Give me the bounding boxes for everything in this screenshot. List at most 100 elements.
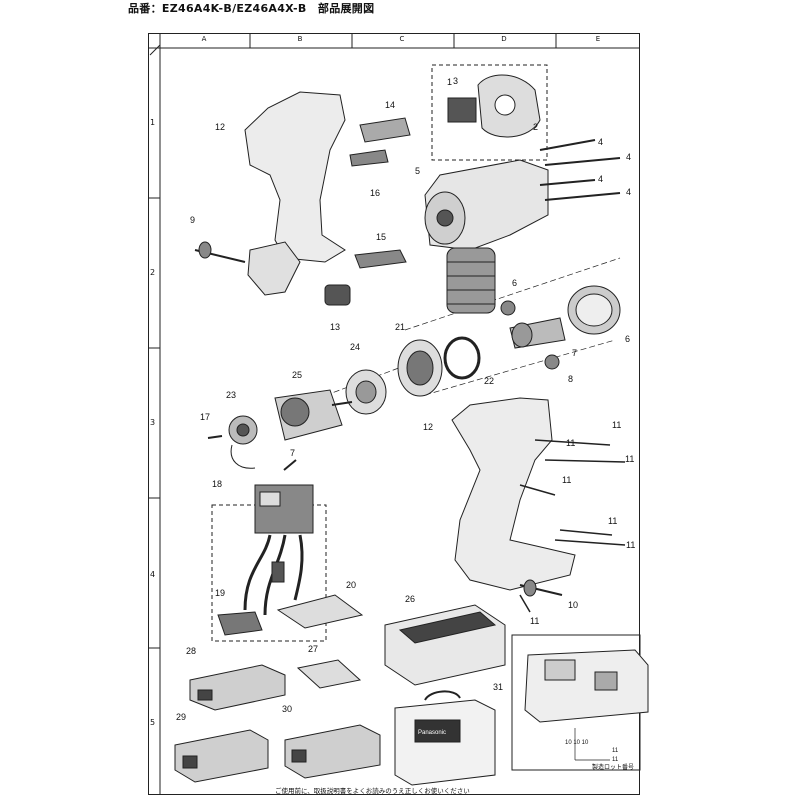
part-3-block xyxy=(447,97,477,123)
part-4-screw xyxy=(544,192,621,201)
part-label-11-f: 11 xyxy=(626,540,635,550)
part-label-11-e: 11 xyxy=(608,516,617,526)
part-label-9: 9 xyxy=(190,215,195,225)
part-label-8: 8 xyxy=(568,374,573,384)
axis-line xyxy=(424,339,616,396)
column-label-a: A xyxy=(201,35,207,43)
corner-mark xyxy=(149,44,161,56)
part-label-31: 31 xyxy=(493,682,503,692)
part-number-labels: 1 2 3 4 4 4 4 5 6 6 7 7 8 9 10 11 11 11 … xyxy=(176,76,635,771)
inset-code-line1: 10 10 10 xyxy=(565,740,589,746)
part-14-label-plate xyxy=(359,117,411,143)
part-label-14: 14 xyxy=(385,100,395,110)
part-label-26: 26 xyxy=(405,594,415,604)
part-12-right-housing xyxy=(451,397,576,591)
part-4-screw xyxy=(539,139,596,151)
row-label-5: 5 xyxy=(150,718,156,727)
part-17-screw xyxy=(207,435,223,439)
part-label-7-b: 7 xyxy=(290,448,295,458)
part-5-spindle-bore xyxy=(436,209,454,227)
part-11-screw xyxy=(559,529,613,536)
part-23-lead-wire xyxy=(230,444,256,469)
part-19-terminal xyxy=(217,611,263,636)
part-label-2: 2 xyxy=(533,122,538,132)
part-label-28: 28 xyxy=(186,646,196,656)
part-label-25: 25 xyxy=(292,370,302,380)
inset-battery xyxy=(524,649,649,723)
axis-line xyxy=(404,257,621,331)
case-brand-label: Panasonic xyxy=(418,730,446,736)
part-13-switch-knob xyxy=(324,284,351,306)
part-4-screw xyxy=(544,157,621,166)
part-label-15: 15 xyxy=(376,232,386,242)
part-29-battery xyxy=(174,729,269,783)
inset-note: 製造ロット番号 xyxy=(592,763,634,771)
part-label-20: 20 xyxy=(346,580,356,590)
part-11-screw xyxy=(534,439,611,446)
part-30-battery xyxy=(284,724,381,779)
part-label-4-b: 4 xyxy=(626,152,631,162)
row-label-3: 3 xyxy=(150,418,156,427)
row-label-4: 4 xyxy=(150,570,156,579)
part-18-wire-c xyxy=(293,534,304,601)
part-label-30: 30 xyxy=(282,704,292,714)
part-label-13: 13 xyxy=(330,322,340,332)
part-10-screw-head xyxy=(523,579,537,597)
part-label-17: 17 xyxy=(200,412,210,422)
column-label-d: D xyxy=(501,35,507,43)
column-label-e: E xyxy=(595,35,601,43)
column-label-b: B xyxy=(297,35,303,43)
part-9-screw-head xyxy=(198,241,212,259)
part-28-battery xyxy=(189,664,286,711)
part-label-21: 21 xyxy=(395,322,405,332)
part-17-screw xyxy=(283,459,297,471)
part-15-plate xyxy=(354,249,407,269)
part-label-24: 24 xyxy=(350,342,360,352)
row-label-2: 2 xyxy=(150,268,156,277)
part-26-charger xyxy=(384,604,506,686)
row-label-1: 1 xyxy=(150,118,156,127)
part-1-group-box xyxy=(431,64,548,161)
part-label-29: 29 xyxy=(176,712,186,722)
part-label-1: 1 xyxy=(447,77,452,87)
part-label-11-c: 11 xyxy=(625,454,634,464)
part-label-22: 22 xyxy=(484,376,494,386)
part-4-screw xyxy=(539,179,596,186)
part-label-4-c: 4 xyxy=(598,174,603,184)
part-label-27: 27 xyxy=(308,644,318,654)
part-11-screw xyxy=(519,484,556,496)
part-label-4-d: 4 xyxy=(626,187,631,197)
page-title: 品番：EZ46A4K-B/EZ46A4X-B 部品展開図 xyxy=(128,2,375,15)
part-12-left-housing xyxy=(244,91,346,263)
part-8-nut xyxy=(544,354,560,370)
part-22-ring xyxy=(443,336,481,380)
part-18-wire-a xyxy=(243,534,272,611)
part-20-plate xyxy=(276,594,364,629)
part-11-screw xyxy=(554,539,626,546)
part-label-11-b: 11 xyxy=(566,438,575,448)
footer-note: ご使用前に、取扱説明書をよくお読みのうえ正しくお使いください xyxy=(275,787,470,795)
part-27-plate xyxy=(296,659,362,689)
part-5-grip-sleeve xyxy=(446,247,496,314)
part-label-6-b: 6 xyxy=(625,334,630,344)
part-6-bearing xyxy=(500,300,516,316)
part-11-screw xyxy=(544,459,626,463)
part-31-handle xyxy=(424,690,461,701)
part-label-3: 3 xyxy=(453,76,458,86)
part-label-5: 5 xyxy=(415,166,420,176)
part-label-10: 10 xyxy=(568,600,578,610)
inset-code-line2: 11 xyxy=(612,748,619,754)
part-label-6-a: 6 xyxy=(512,278,517,288)
part-label-12-a: 12 xyxy=(215,122,225,132)
part-label-19: 19 xyxy=(215,588,225,598)
part-label-4-a: 4 xyxy=(598,137,603,147)
part-11-screw xyxy=(519,594,531,613)
part-label-7-a: 7 xyxy=(572,348,577,358)
inset-code-line3: 11 xyxy=(612,757,619,763)
part-label-18: 18 xyxy=(212,479,222,489)
part-label-11-g: 11 xyxy=(530,616,539,626)
part-label-23: 23 xyxy=(226,390,236,400)
part-12-battery-mount xyxy=(247,241,301,296)
part-label-12-b: 12 xyxy=(423,422,433,432)
